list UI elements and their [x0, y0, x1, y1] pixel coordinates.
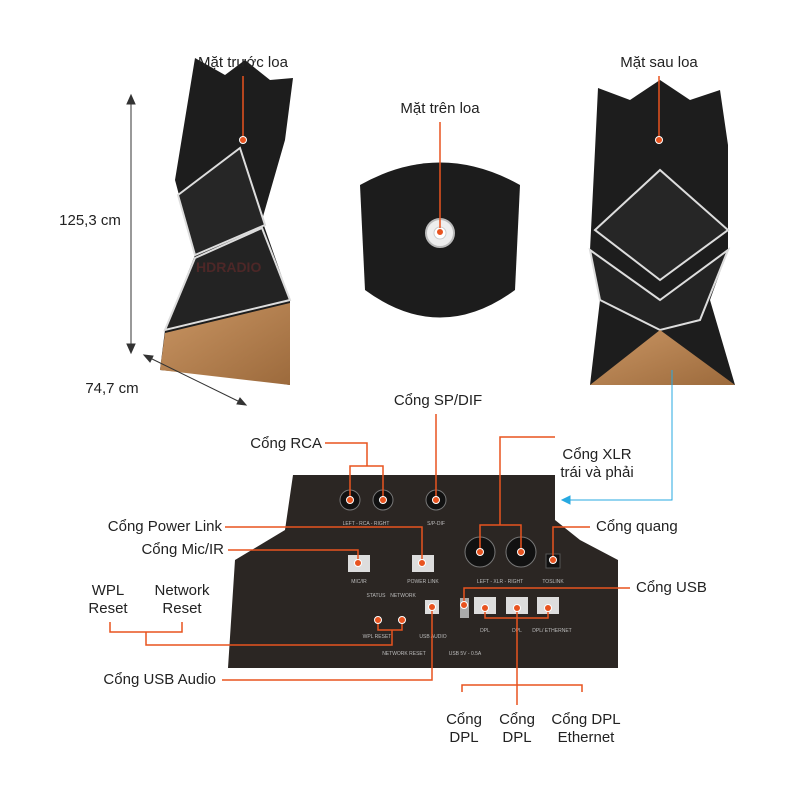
label-spdif: Cổng SP/DIF [393, 392, 483, 409]
callout-dots [239, 136, 663, 624]
label-wpl-line2: Reset [88, 600, 128, 617]
panel-label-toslink: TOSLINK [542, 579, 564, 585]
panel-label-status: STATUS [367, 593, 387, 599]
panel-label-powerlink: POWER LINK [407, 579, 439, 585]
label-xlr-line1: Cổng XLR [562, 446, 632, 463]
panel-label-usbaudio: USB AUDIO [419, 634, 446, 640]
dimension-arrows [126, 93, 248, 406]
label-dpl1-line1: Cổng [446, 711, 482, 728]
label-xlr-line2: trái và phải [560, 464, 634, 481]
back-speaker [588, 80, 735, 385]
height-dimension: 125,3 cm [59, 212, 121, 229]
label-dpl3-line1: Cổng DPL [551, 711, 621, 728]
label-dpl3-line2: Ethernet [557, 729, 615, 746]
label-dpl2-line1: Cổng [499, 711, 535, 728]
leader-lines [109, 76, 660, 705]
panel-label-wpl: WPL RESET [363, 634, 392, 640]
panel-label-dplethernet: DPL/ ETHERNET [532, 628, 571, 634]
label-back-view: Mặt sau loa [620, 54, 698, 71]
panel-label-dpl: DPL [480, 628, 490, 634]
label-power-link: Cổng Power Link [107, 518, 222, 535]
label-top-view: Mặt trên loa [400, 100, 480, 117]
cyan-arrow [560, 370, 673, 505]
panel-label-spdif: S/P-DIF [427, 521, 445, 527]
panel-label-usb: USB 5V - 0.5A [449, 651, 482, 657]
label-optical: Cổng quang [596, 518, 678, 535]
label-wpl-line1: WPL [91, 582, 125, 599]
label-dpl1-line2: DPL [449, 729, 479, 746]
panel-label-xlr: LEFT - XLR - RIGHT [477, 579, 523, 585]
watermark: HDRADIO [196, 259, 261, 275]
width-dimension: 74,7 cm [85, 380, 139, 397]
label-rca: Cổng RCA [250, 435, 322, 452]
rear-panel: LEFT - RCA - RIGHT S/P-DIF MIC/IR POWER … [228, 475, 618, 668]
front-speaker: HDRADIO [160, 58, 293, 385]
panel-label-micir: MIC/IR [351, 579, 367, 585]
label-front-view: Mặt trước loa [198, 54, 288, 71]
label-net-line2: Reset [162, 600, 202, 617]
label-usb: Cổng USB [636, 579, 707, 596]
label-usb-audio: Cổng USB Audio [103, 671, 216, 688]
panel-label-network: NETWORK [390, 593, 416, 599]
label-net-line1: Network [154, 582, 210, 599]
panel-label-rca: LEFT - RCA - RIGHT [343, 521, 390, 527]
panel-label-netreset: NETWORK RESET [382, 651, 426, 657]
label-dpl2-line2: DPL [502, 729, 532, 746]
label-mic-ir: Cổng Mic/IR [141, 541, 224, 558]
